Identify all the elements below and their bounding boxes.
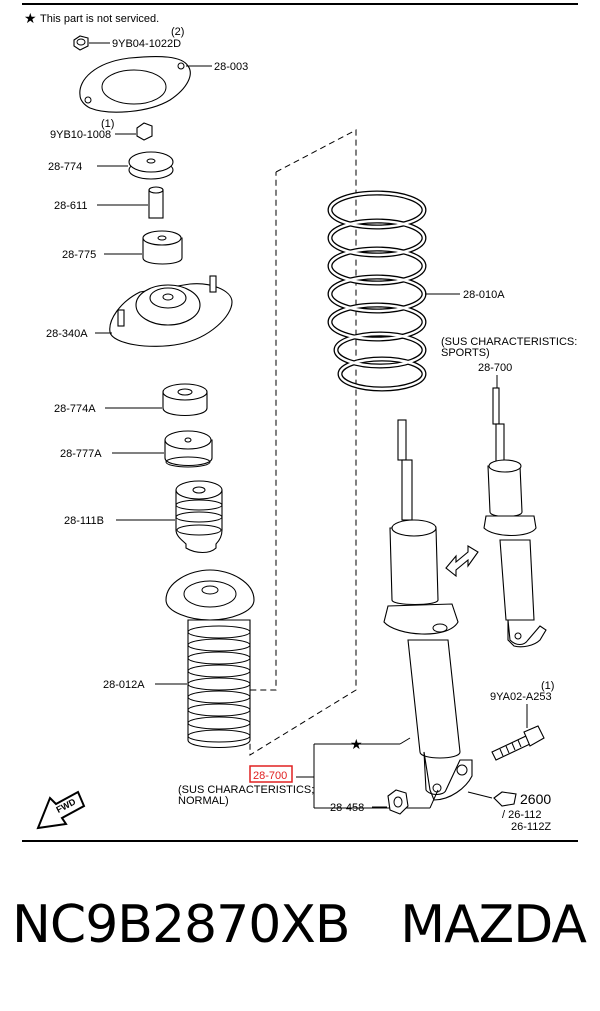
insulator-28-777a	[164, 430, 213, 468]
dust-boot-28-012a	[165, 569, 255, 749]
brand-name: MAZDA	[400, 895, 587, 955]
label-9ya02: 9YA02-A253	[490, 691, 552, 703]
label-9ya02-qty: (1)	[541, 680, 554, 692]
label-28-611: 28-611	[54, 200, 87, 212]
washer-28-774a	[162, 383, 208, 417]
label-28-700-sports: 28-700	[478, 362, 512, 374]
label-28-700-normal[interactable]: 28-700	[253, 770, 287, 782]
mount-28-340a	[109, 275, 233, 347]
nut-9yb10	[136, 122, 153, 141]
bolt-9ya02	[491, 725, 545, 761]
label-28-458: 28-458	[330, 802, 364, 814]
label-28-777a: 28-777A	[60, 448, 102, 460]
label-2600: 2600	[520, 791, 551, 807]
highlight-box	[249, 765, 293, 783]
footer: NC9B2870XB MAZDA	[0, 895, 600, 975]
part-number: NC9B2870XB	[12, 895, 351, 955]
label-normal-1: (SUS CHARACTERISTICS;	[178, 784, 314, 796]
fwd-arrow-icon: FWD	[36, 790, 86, 830]
exploded-parts-diagram: ★ This part is not serviced. (2) 9YB04-1…	[22, 3, 578, 842]
bushing-28-775	[142, 230, 183, 265]
shock-absorber-normal	[383, 419, 473, 801]
label-28-774: 28-774	[48, 161, 82, 173]
label-28-111b: 28-111B	[64, 515, 104, 527]
label-26-112z: 26-112Z	[511, 821, 551, 833]
nut-28-458	[387, 789, 409, 815]
label-9yb04: 9YB04-1022D	[112, 38, 181, 50]
washer-28-774	[128, 151, 174, 180]
star-icon: ★	[24, 11, 37, 27]
label-28-012a: 28-012A	[103, 679, 145, 691]
not-serviced-note: This part is not serviced.	[40, 13, 159, 25]
label-sports-2: SPORTS)	[441, 347, 490, 359]
label-26-112: / 26-112	[502, 809, 542, 821]
label-9yb10: 9YB10-1008	[50, 129, 111, 141]
label-9yb04-qty: (2)	[171, 26, 184, 38]
plate-28-003	[79, 56, 191, 113]
label-normal-2: NORMAL)	[178, 795, 229, 807]
reference-arrow-icon	[493, 791, 517, 807]
collar-28-611	[148, 186, 164, 219]
label-28-775: 28-775	[62, 249, 96, 261]
label-sports-1: (SUS CHARACTERISTICS:	[441, 336, 577, 348]
spring-group-dashed-outline	[249, 129, 357, 756]
label-28-010a: 28-010A	[463, 289, 505, 301]
nut-9yb04	[73, 35, 89, 51]
interchange-arrow-icon	[445, 545, 479, 578]
coil-spring-28-010a	[327, 190, 427, 392]
label-9yb10-qty: (1)	[101, 118, 114, 130]
callout-star-icon: ★	[350, 737, 363, 753]
label-28-003: 28-003	[214, 61, 248, 73]
shock-absorber-sports	[483, 387, 547, 648]
bump-stop-28-111b	[175, 480, 223, 554]
label-28-774a: 28-774A	[54, 403, 96, 415]
label-28-340a: 28-340A	[46, 328, 88, 340]
